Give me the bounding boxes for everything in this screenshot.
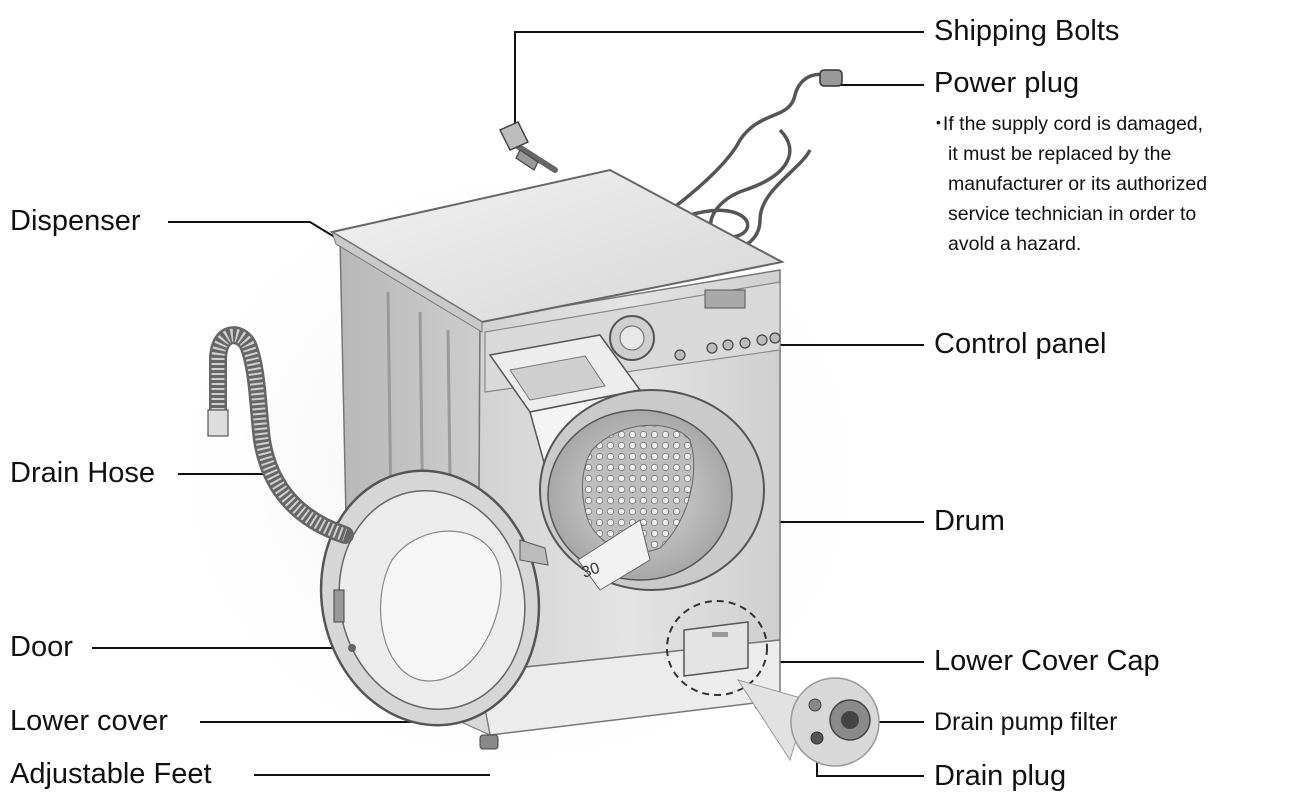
label-door: Door [10, 631, 73, 663]
note-line-5: avold a hazard. [948, 233, 1082, 255]
door-illustration [319, 469, 549, 727]
shipping-bolt-illustration [498, 121, 558, 173]
note-line-4: service technician in order to [948, 203, 1197, 225]
label-adjustable-feet: Adjustable Feet [10, 758, 212, 790]
label-drain-hose: Drain Hose [10, 457, 156, 489]
machine-top-edge [331, 230, 483, 333]
label-drain-pump-filter: Drain pump filter [934, 708, 1118, 736]
label-drain-plug: Drain plug [934, 760, 1067, 792]
power-plug-note: •If the supply cord is damaged, it must … [936, 107, 1296, 259]
drum-label-30: 30 [580, 560, 603, 582]
label-drum: Drum [934, 505, 1005, 537]
note-line-2: it must be replaced by the [948, 143, 1172, 165]
note-bullet: • [936, 114, 941, 130]
display-window [704, 289, 746, 309]
drum-perforation [581, 424, 695, 553]
drain-hose-illustration [207, 326, 354, 544]
note-text-1: If the supply cord is damaged, [942, 113, 1204, 135]
label-power-plug: Power plug [934, 67, 1080, 99]
note-line-1: •If the supply cord is damaged, [936, 107, 1296, 139]
lower-cover-cap-detail [666, 600, 880, 767]
label-shipping-bolts: Shipping Bolts [934, 15, 1120, 47]
label-dispenser: Dispenser [10, 205, 141, 237]
note-line-3: manufacturer or its authorized [948, 173, 1208, 195]
label-control-panel: Control panel [934, 328, 1107, 360]
label-lower-cover: Lower cover [10, 705, 168, 737]
label-lower-cover-cap: Lower Cover Cap [934, 645, 1160, 677]
leader-shipping-bolts [514, 31, 924, 128]
